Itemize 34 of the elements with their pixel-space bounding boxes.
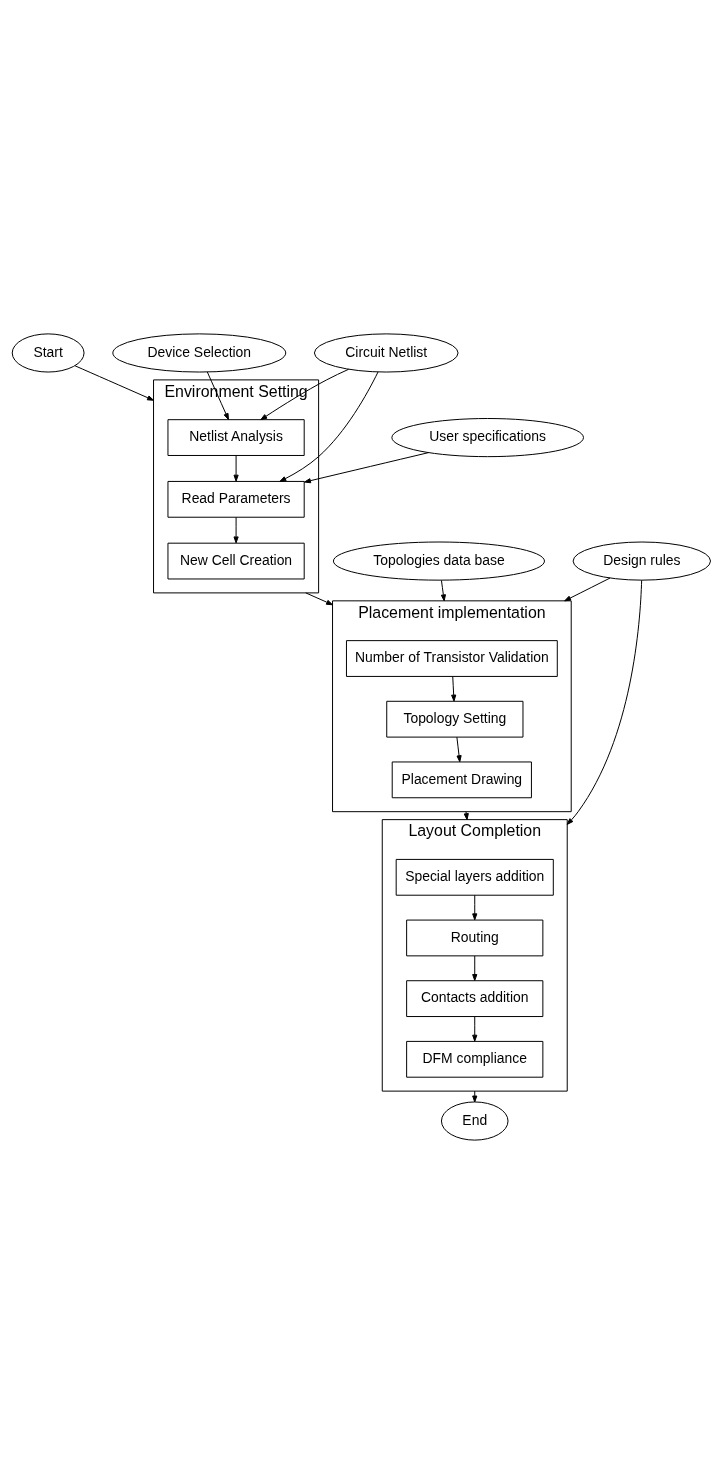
node-ellipse: Start [11, 332, 85, 373]
node-ellipse: Design rules [572, 541, 711, 581]
arrow [463, 810, 469, 820]
arrow [206, 370, 229, 420]
arrow [566, 579, 643, 825]
arrow [305, 591, 334, 605]
node-ellipse: Topologies data base [332, 541, 545, 581]
node-ellipse: Device Selection [112, 332, 287, 373]
node-box: Special layers addition [395, 858, 554, 896]
arrow [451, 675, 457, 702]
node-ellipse: User specifications [391, 417, 584, 457]
node-box: New Cell Creation [167, 542, 305, 579]
node-box: Routing [406, 919, 544, 956]
arrow [472, 894, 478, 920]
arrow [279, 370, 379, 482]
arrow [260, 368, 350, 420]
arrow [564, 577, 611, 601]
arrow [233, 454, 239, 482]
node-box: Contacts addition [406, 979, 544, 1017]
node-ellipse: Circuit Netlist [313, 332, 459, 373]
arrow [472, 954, 478, 981]
arrow [440, 579, 446, 601]
node-box: Placement Drawing [391, 760, 532, 798]
arrow [456, 736, 462, 762]
arrow [304, 451, 430, 483]
arrow [472, 1015, 478, 1042]
node-box: Topology Setting [386, 700, 524, 738]
arrow [233, 516, 239, 543]
node-box: Netlist Analysis [167, 418, 305, 456]
arrow [74, 364, 155, 401]
node-box: Read Parameters [167, 480, 305, 518]
node-box: Number of Transistor Validation [345, 639, 558, 677]
node-box: DFM compliance [406, 1040, 544, 1078]
node-ellipse: End [440, 1100, 509, 1141]
